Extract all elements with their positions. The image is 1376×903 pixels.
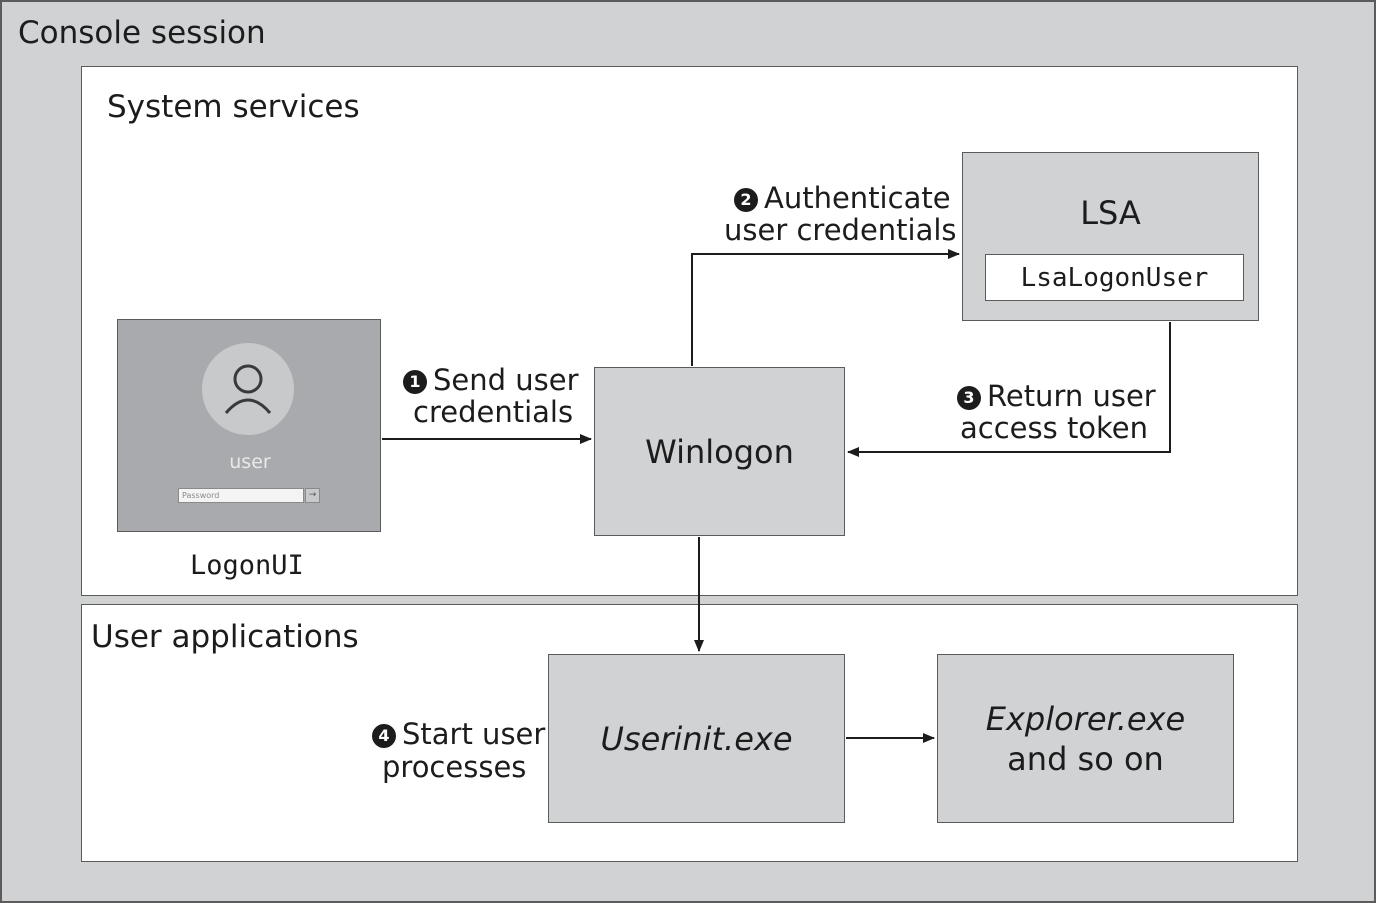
system-services-title: System services [107, 89, 360, 125]
logonui-screen: user Password → [117, 319, 381, 532]
logonui-caption: LogonUI [190, 550, 304, 581]
lsa-logon-user-box: LsaLogonUser [985, 254, 1244, 301]
user-applications-title: User applications [91, 619, 359, 655]
userinit-box: Userinit.exe [548, 654, 845, 823]
winlogon-box: Winlogon [594, 367, 845, 536]
step-2-label-line2: user credentials [724, 213, 957, 247]
step-3-number-badge: 3 [957, 386, 981, 410]
explorer-box: Explorer.exe and so on [937, 654, 1234, 823]
step-3-label-line2: access token [960, 411, 1149, 445]
explorer-label-line1: Explorer.exe [985, 699, 1186, 738]
logonui-submit-arrow-icon[interactable]: → [305, 488, 320, 503]
step-2-number-badge: 2 [734, 188, 758, 212]
step-4-number-badge: 4 [372, 724, 396, 748]
userinit-label: Userinit.exe [600, 719, 793, 758]
winlogon-label: Winlogon [645, 432, 794, 471]
logonui-username: user [229, 451, 271, 473]
arrow-winlogon-to-lsa [691, 249, 960, 366]
lsa-label: LSA [1080, 194, 1141, 232]
step-1-label-line2: credentials [413, 395, 574, 429]
explorer-label-line2: and so on [1007, 739, 1164, 778]
console-session-title: Console session [18, 15, 266, 51]
user-avatar-icon [202, 343, 294, 435]
logonui-password-field[interactable]: Password [178, 488, 304, 503]
lsa-logon-user-label: LsaLogonUser [1020, 262, 1209, 293]
arrow-lsa-to-winlogon [847, 322, 1171, 457]
step-1-number-badge: 1 [403, 370, 427, 394]
step-4-label-line2: processes [382, 750, 527, 784]
